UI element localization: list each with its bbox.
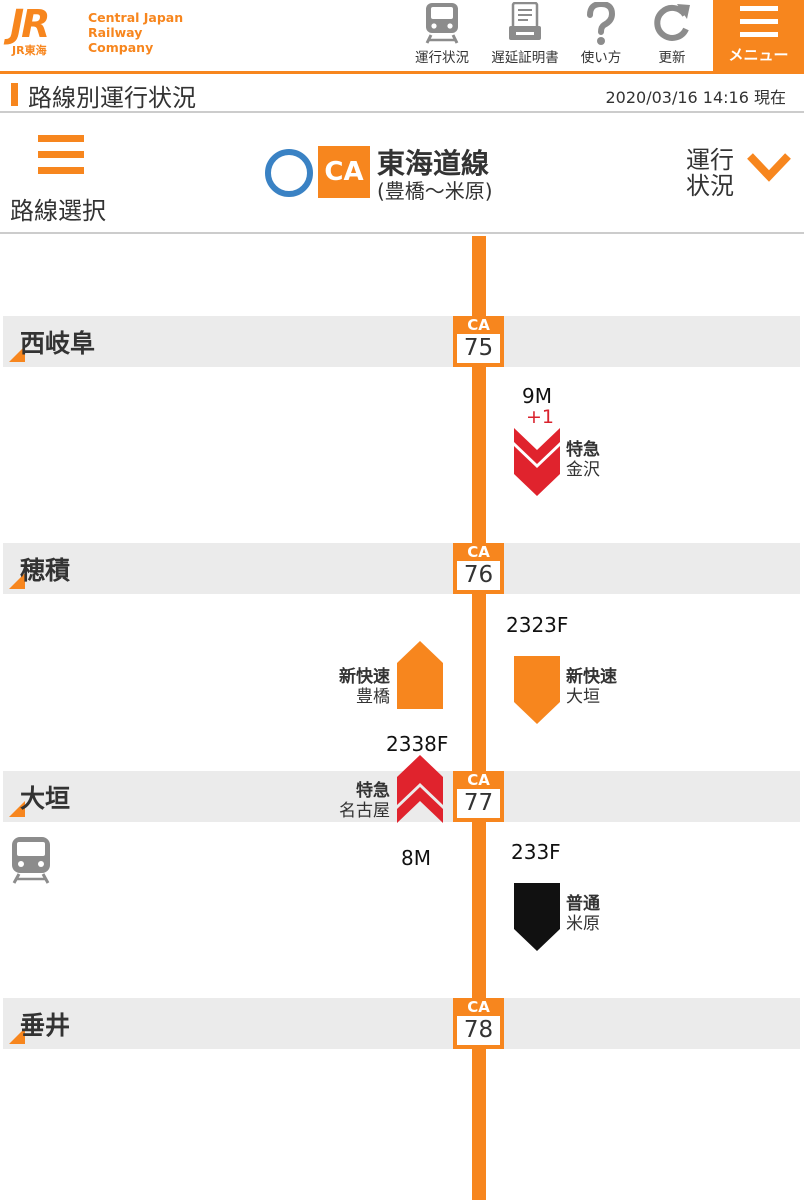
menu-label: メニュー	[728, 46, 789, 64]
station-row[interactable]: 垂井	[3, 998, 800, 1049]
train-type-destination: 特急 名古屋	[320, 781, 390, 821]
nav-how-to-use[interactable]: 使い方	[570, 0, 632, 71]
nav-label: 遅延証明書	[491, 50, 559, 66]
station-corner-mark	[9, 801, 25, 817]
train-front-icon	[423, 2, 461, 48]
train-type: 特急	[566, 440, 600, 460]
refresh-icon	[651, 2, 693, 48]
status-label-line-1: 運行	[686, 146, 734, 174]
station-row[interactable]: 穂積	[3, 543, 800, 594]
page-title: 路線別運行状況	[28, 84, 196, 112]
station-line-code: CA	[467, 543, 490, 561]
line-section: (豊橋～米原)	[377, 179, 493, 203]
station-name: 大垣	[20, 784, 71, 813]
operation-status-toggle[interactable]: 運行 状況	[680, 133, 804, 213]
station-corner-mark	[9, 346, 25, 362]
train-type-destination: 新快速 大垣	[566, 667, 617, 707]
nav-refresh[interactable]: 更新	[640, 0, 704, 71]
line-select-label: 路線選択	[10, 197, 106, 225]
station-number-badge: CA 75	[453, 316, 504, 367]
line-select-button[interactable]: 路線選択	[0, 113, 130, 234]
train-destination: 米原	[566, 914, 600, 934]
train-type: 特急	[356, 781, 390, 801]
chevron-down-icon	[746, 151, 792, 187]
station-name: 垂井	[20, 1011, 71, 1040]
train-type-destination: 特急 金沢	[566, 440, 600, 480]
train-type: 新快速	[339, 667, 390, 687]
station-line-code: CA	[467, 998, 490, 1016]
train-type: 新快速	[566, 667, 617, 687]
station-number: 75	[457, 334, 500, 363]
jr-central-logo[interactable]: JR JR東海 Central Japan Railway Company	[10, 4, 210, 64]
title-accent-mark	[11, 83, 18, 106]
train-at-station-icon[interactable]	[10, 836, 52, 888]
line-header: 路線選択 CA 東海道線 (豊橋～米原) 運行 状況	[0, 113, 804, 234]
question-icon	[584, 0, 618, 50]
track-line	[472, 236, 486, 1200]
line-name: 東海道線	[377, 147, 490, 180]
train-destination: 金沢	[566, 460, 600, 480]
rapid-up-train-icon[interactable]	[397, 641, 443, 713]
station-corner-mark	[9, 573, 25, 589]
route-map: 西岐阜 CA 75 穂積 CA 76 大垣 CA 77 垂井 CA 78 9M …	[0, 236, 804, 1200]
nav-label: 運行状況	[415, 50, 469, 66]
station-name: 西岐阜	[20, 329, 96, 358]
nav-delay-certificate[interactable]: 遅延証明書	[486, 0, 564, 71]
train-type-destination: 普通 米原	[566, 894, 600, 934]
normal-operation-circle-icon	[265, 149, 313, 197]
train-number: 2323F	[506, 613, 569, 637]
station-line-code: CA	[467, 316, 490, 334]
nav-label: 更新	[658, 50, 686, 66]
hamburger-icon	[38, 135, 84, 183]
certificate-icon	[507, 1, 543, 48]
train-destination: 名古屋	[339, 801, 390, 821]
train-destination: 豊橋	[356, 687, 390, 707]
app-header: JR JR東海 Central Japan Railway Company 運行…	[0, 0, 804, 74]
station-corner-mark	[9, 1028, 25, 1044]
station-row[interactable]: 西岐阜	[3, 316, 800, 367]
train-type-destination: 新快速 豊橋	[320, 667, 390, 707]
logo-english-name: Central Japan Railway Company	[88, 10, 210, 55]
nav-label: 使い方	[580, 50, 622, 66]
rapid-down-train-icon[interactable]	[514, 656, 560, 728]
updated-timestamp: 2020/03/16 14:16 現在	[605, 88, 786, 107]
limited-express-up-train-icon[interactable]	[397, 755, 443, 827]
station-number: 78	[457, 1016, 500, 1045]
logo-english-line-1: Central Japan	[88, 10, 184, 25]
nav-operation-status[interactable]: 運行状況	[408, 0, 476, 71]
line-code-badge: CA	[318, 146, 370, 198]
train-number: 2338F	[386, 732, 449, 756]
train-number: 8M	[401, 846, 431, 870]
station-number-badge: CA 77	[453, 771, 504, 822]
page-title-bar: 路線別運行状況 2020/03/16 14:16 現在	[0, 74, 804, 113]
train-type: 普通	[566, 894, 600, 914]
local-down-train-icon[interactable]	[514, 883, 560, 955]
menu-button[interactable]: メニュー	[713, 0, 804, 71]
delay-minutes: +1	[526, 406, 555, 428]
logo-subtitle: JR東海	[12, 44, 47, 57]
station-name: 穂積	[20, 556, 71, 585]
station-number: 76	[457, 561, 500, 590]
hamburger-icon	[740, 6, 778, 45]
train-destination: 大垣	[566, 687, 600, 707]
station-line-code: CA	[467, 771, 490, 789]
train-number: 9M	[522, 384, 552, 408]
logo-mark: JR	[10, 2, 50, 46]
station-number-badge: CA 76	[453, 543, 504, 594]
train-number: 233F	[511, 840, 561, 864]
station-number: 77	[457, 789, 500, 818]
operation-status-label: 運行 状況	[686, 147, 746, 199]
status-label-line-2: 状況	[686, 172, 734, 200]
station-number-badge: CA 78	[453, 998, 504, 1049]
limited-express-down-train-icon[interactable]	[514, 428, 560, 500]
logo-english-line-2: Railway Company	[88, 25, 154, 55]
